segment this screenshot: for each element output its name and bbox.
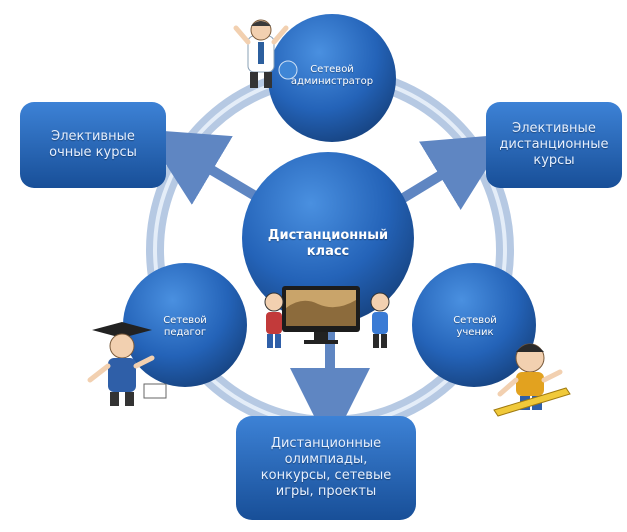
node-teacher-shape (123, 263, 247, 387)
box-right-label: Элективные дистанционные курсы (499, 120, 609, 169)
box-bottom-label: Дистанционные олимпиады, конкурсы, сетев… (260, 435, 392, 500)
teacher-figure-icon (87, 322, 167, 406)
arrow-left (143, 129, 265, 205)
arrow-right (397, 134, 509, 210)
box-left-label: Элективные очные курсы (49, 128, 137, 160)
node-student-label: Сетевой ученик (453, 314, 497, 339)
administrator-figure-icon (233, 19, 298, 88)
box-left-shape (20, 102, 166, 188)
node-admin-label: Сетевой администратор (290, 63, 374, 88)
computer-monitor-icon (282, 286, 360, 344)
box-bottom-shape (236, 416, 416, 520)
center-node-label: Дистанционный класс (267, 227, 389, 259)
kid-left-icon (264, 292, 284, 348)
node-admin-shape (268, 14, 396, 142)
node-student-shape (412, 263, 536, 387)
center-node-shape (242, 152, 414, 324)
node-teacher-label: Сетевой педагог (163, 314, 207, 339)
kid-right-icon (370, 292, 390, 348)
student-figure-icon (493, 343, 571, 417)
box-right-shape (486, 102, 622, 188)
